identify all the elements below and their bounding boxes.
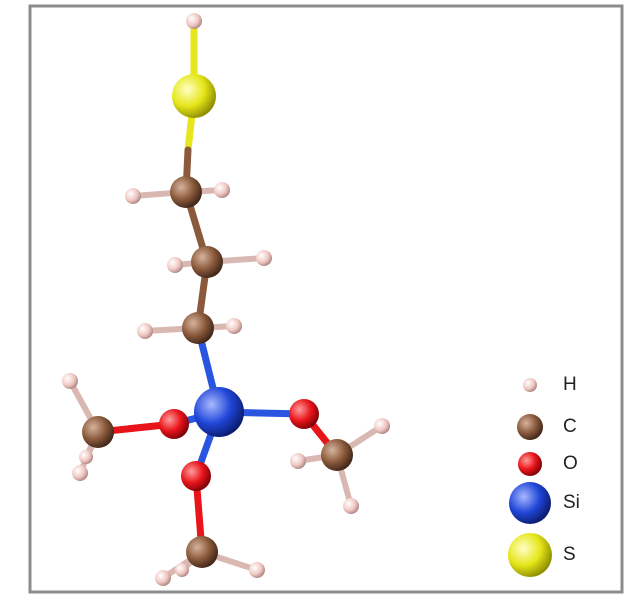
legend-symbols	[508, 378, 552, 577]
legend-c-icon	[517, 414, 543, 440]
atom-c	[191, 246, 223, 278]
atom-h	[79, 450, 93, 464]
atom-o	[181, 461, 211, 491]
atom-si	[194, 387, 244, 437]
atom-h	[186, 13, 202, 29]
atom-h	[155, 570, 171, 586]
atom-s	[172, 74, 216, 118]
legend-h-icon	[523, 378, 537, 392]
atom-c	[321, 439, 353, 471]
atom-h	[343, 498, 359, 514]
atom-h	[137, 323, 153, 339]
atom-h	[226, 318, 242, 334]
legend-s-icon	[508, 533, 552, 577]
atom-h	[125, 188, 141, 204]
atom-h	[256, 250, 272, 266]
atom-h	[72, 465, 88, 481]
atom-h	[249, 562, 265, 578]
atom-h	[62, 373, 78, 389]
atom-c	[186, 536, 218, 568]
legend-label-h: H	[563, 374, 577, 395]
atom-h	[214, 182, 230, 198]
legend-label-c: C	[563, 416, 577, 437]
legend: H C O Si S	[505, 368, 615, 583]
legend-si-icon	[509, 482, 551, 524]
atom-c	[82, 416, 114, 448]
atom-c	[182, 312, 214, 344]
atom-h	[175, 563, 189, 577]
atom-c	[170, 176, 202, 208]
legend-label-si: Si	[563, 492, 580, 513]
atom-h	[167, 257, 183, 273]
legend-label-o: O	[563, 453, 578, 474]
atom-h	[290, 453, 306, 469]
atom-o	[159, 409, 189, 439]
atom-o	[289, 399, 319, 429]
atom-h	[374, 418, 390, 434]
atoms	[62, 13, 390, 586]
legend-o-icon	[518, 452, 542, 476]
legend-label-s: S	[563, 544, 576, 565]
